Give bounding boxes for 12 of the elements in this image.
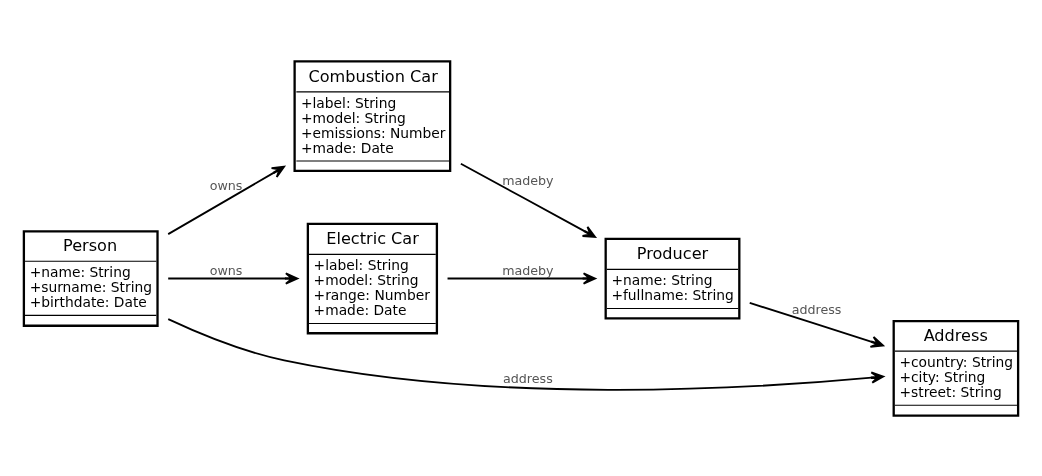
edge-label: owns — [209, 177, 243, 193]
arrow — [446, 271, 597, 285]
edge-label: madeby — [502, 262, 554, 278]
edge-label: owns — [209, 262, 243, 278]
arrow — [167, 317, 885, 391]
arrow — [748, 301, 884, 348]
edge-label: address — [503, 370, 553, 386]
arrow — [459, 162, 597, 238]
arrow — [167, 271, 299, 285]
edge-label: address — [791, 301, 842, 317]
arrow — [167, 165, 286, 235]
edge-label: madeby — [502, 172, 554, 188]
